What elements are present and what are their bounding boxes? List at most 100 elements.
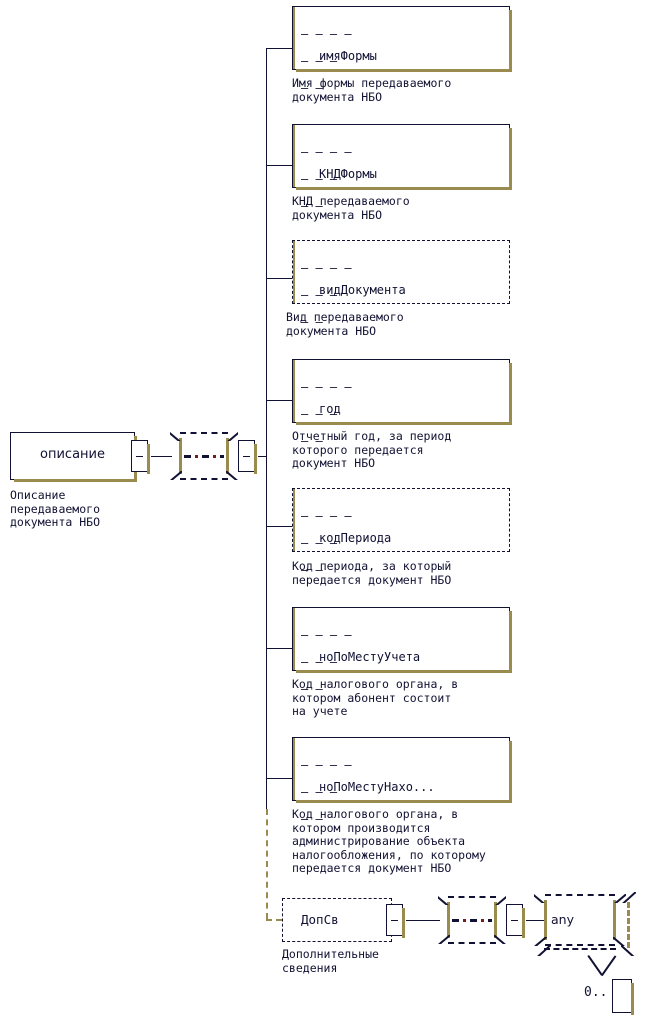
element-doc-imyaformy: Имя формы передаваемого документа НБО (292, 76, 452, 104)
bracket-corner-tr (494, 896, 506, 905)
box-shadow-right (631, 983, 634, 1015)
sequence-dashdot-line (184, 455, 224, 458)
cardinality-chevron-icon (587, 955, 621, 981)
element-box-nopomestunakho[interactable]: – – – – – – – – – ноПоМестуНахо... (292, 737, 512, 825)
element-name-label: ноПоМестуУчета (319, 650, 421, 664)
branch-connector (266, 278, 292, 279)
element-box-imyaformy[interactable]: – – – – – – – – – имяФормы (292, 6, 512, 94)
wildcard-any-box[interactable]: any (534, 894, 626, 946)
box-shadow-bottom (14, 479, 137, 482)
element-box-nopomestuucheta[interactable]: – – – – – – – – – ноПоМестуУчета (292, 607, 512, 695)
repeat-corner-br (621, 945, 636, 956)
bracket-left (179, 438, 182, 474)
root-element-label: описание (40, 447, 105, 462)
element-box-dopsv[interactable]: ДопСв (282, 898, 392, 942)
root-element-box[interactable]: описание (10, 432, 137, 482)
box-accent-bar (293, 241, 295, 303)
bracket-corner-tr (226, 432, 238, 441)
box-shadow-right (509, 128, 512, 190)
bracket-corner-bl (438, 935, 450, 944)
cardinality-max-box (612, 979, 634, 1015)
minus-icon (136, 456, 143, 457)
repeat-bracket (522, 888, 638, 966)
bracket-corner-br (226, 471, 238, 480)
connector-root-to-sequence (151, 456, 172, 457)
element-name-label: год (319, 402, 341, 416)
box-accent-bar (293, 738, 295, 800)
bracket-corner-br (494, 935, 506, 944)
minus-icon (243, 456, 250, 457)
element-doc-dopsv: Дополнительные сведения (282, 947, 379, 975)
box-shadow-bottom (296, 422, 512, 425)
connector-dopsv-to-sequence (406, 920, 440, 921)
inner-sequence-collapse-toggle[interactable] (506, 904, 525, 938)
element-box-god[interactable]: – – – – – – – – – год (292, 359, 512, 447)
element-box-kndformy[interactable]: – – – – – – – – – КНДФормы (292, 124, 512, 212)
bracket-corner-bl (170, 471, 182, 480)
branch-connector (266, 648, 292, 649)
sequence-dashdot-line (452, 919, 492, 922)
bracket-right (494, 902, 497, 938)
sequence-collapse-toggle[interactable] (238, 440, 257, 474)
repeat-bracket-right (627, 902, 630, 948)
root-element-doc: Описание передаваемого документа НБО (10, 488, 101, 529)
branch-connector (266, 165, 292, 166)
repeat-bracket-bottom (544, 948, 616, 950)
dopsv-collapse-toggle[interactable] (386, 904, 405, 938)
bracket-bottom (545, 944, 615, 946)
box-shadow-right (509, 363, 512, 425)
branch-connector (266, 526, 292, 527)
element-doc-nopomestunakho: Код налогового органа, в котором произво… (292, 807, 486, 875)
element-doc-nopomestuucheta: Код налогового органа, в котором абонент… (292, 677, 459, 718)
box-shadow-bottom (296, 670, 512, 673)
minus-icon (391, 920, 398, 921)
bracket-corner-tl (170, 432, 182, 441)
element-box-kodperioda[interactable]: – – – – – – – – – кодПериода (292, 488, 510, 576)
box-accent-bar (293, 360, 295, 422)
box-accent-bar (293, 125, 295, 187)
element-name-label: ноПоМестуНахо... (319, 780, 435, 794)
wildcard-any-label: any (551, 912, 574, 927)
bracket-bottom (180, 478, 228, 480)
tree-spine-solid (266, 48, 267, 809)
element-name-label: видДокумента (319, 283, 406, 297)
attribute-dashes-icon: – – – – – – – – – (301, 509, 352, 577)
box-shadow-bottom (296, 69, 512, 72)
bracket-top (448, 896, 496, 898)
element-doc-kodperioda: Код периода, за который передается докум… (292, 559, 452, 587)
bracket-right (613, 900, 616, 940)
box-accent-bar (293, 608, 295, 670)
attribute-dashes-icon: – – – – – – – – – (301, 145, 352, 213)
box-shadow-right (509, 741, 512, 803)
element-doc-viddokumenta: Вид передаваемого документа НБО (286, 310, 404, 338)
attribute-dashes-icon: – – – – – – – – – (301, 261, 352, 329)
box-accent-bar (293, 7, 295, 69)
element-doc-kndformy: КНД передаваемого документа НБО (292, 194, 410, 222)
box-shadow-right (254, 444, 257, 474)
branch-connector (266, 400, 292, 401)
element-name-label: ДопСв (301, 912, 339, 927)
repeat-corner-bl (536, 945, 551, 956)
bracket-bottom (448, 942, 496, 944)
element-name-label: КНДФормы (319, 167, 377, 181)
sequence-compositor (170, 432, 238, 480)
element-doc-god: Отчетный год, за период которого передае… (292, 429, 452, 470)
minus-icon (511, 920, 518, 921)
box-shadow-bottom (296, 800, 512, 803)
bracket-right (226, 438, 229, 474)
attribute-dashes-icon: – – – – – – – – – (301, 27, 352, 95)
inner-sequence-compositor (438, 896, 506, 944)
cardinality-label: 0.. (584, 985, 608, 1000)
box-shadow-right (147, 444, 150, 474)
branch-connector (266, 48, 292, 49)
root-collapse-toggle[interactable] (131, 440, 150, 474)
bracket-corner-tl (438, 896, 450, 905)
tree-spine-dashed (266, 809, 268, 919)
element-box-viddokumenta[interactable]: – – – – – – – – – видДокумента (292, 240, 510, 328)
bracket-top (180, 432, 228, 434)
attribute-dashes-icon: – – – – – – – – – (301, 628, 352, 696)
box-shadow-right (522, 908, 525, 938)
box-shadow-right (509, 611, 512, 673)
box-shadow-right (509, 10, 512, 72)
